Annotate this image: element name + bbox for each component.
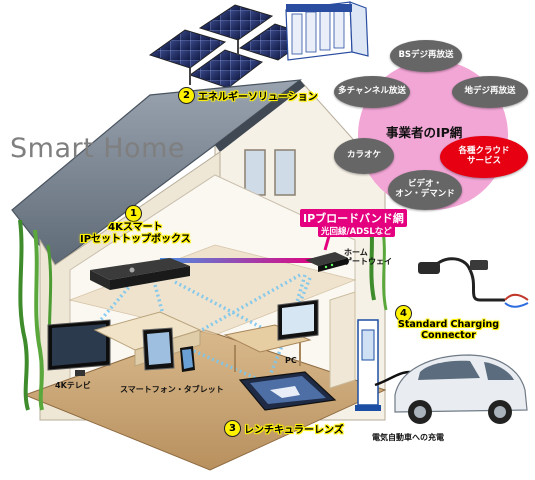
service-cloud: 各種クラウド サービス (440, 136, 528, 178)
smartphone (180, 346, 195, 372)
broadband-title: IPブロードバンド網 (300, 209, 407, 227)
callout-label-energy: エネルギーソリューション (198, 92, 318, 103)
callout-label-lenticular: レンチキュラーレンズ (244, 425, 344, 436)
callout-number-4: 4 (395, 305, 412, 322)
lenticular-display (238, 371, 337, 411)
smartphone-tablet-label: スマートフォン・タブレット (120, 385, 224, 394)
tv-label: 4Kテレビ (55, 381, 91, 390)
electric-car (394, 354, 528, 424)
broadband-subtitle: 光回線/ADSLなど (318, 225, 395, 237)
callout-number-1: 1 (125, 205, 142, 222)
callout-label-connector: Standard Charging Connector (398, 319, 500, 341)
tablet (142, 327, 175, 371)
set-top-box (90, 258, 190, 290)
page-title: Smart Home (10, 133, 185, 164)
service-karaoke: カラオケ (334, 138, 394, 174)
network-center-label: 事業者のIP網 (386, 125, 463, 140)
service-multichannel: 多チャンネル放送 (334, 76, 410, 108)
energy-storage-units (285, 1, 369, 61)
callout-number-3: 3 (224, 420, 241, 437)
callout-label-stb: 4Kスマート IPセットトップボックス (80, 222, 191, 245)
callout-number-2: 2 (178, 87, 195, 104)
home-gateway (305, 252, 348, 272)
ev-charging-label: 電気自動車への充電 (372, 433, 444, 442)
charging-connector (418, 257, 529, 308)
pc-label: PC (285, 356, 297, 365)
service-vod: ビデオ・ オン・デマンド (388, 170, 462, 210)
service-terrestrial-rebroadcast: 地デジ再放送 (452, 76, 528, 108)
gateway-label: ホーム ゲートウェイ (344, 248, 392, 267)
broadband-line (160, 258, 320, 263)
charging-station (355, 319, 411, 411)
pc (277, 299, 319, 341)
tv (47, 319, 111, 376)
service-bs-rebroadcast: BSデジ再放送 (390, 40, 462, 72)
